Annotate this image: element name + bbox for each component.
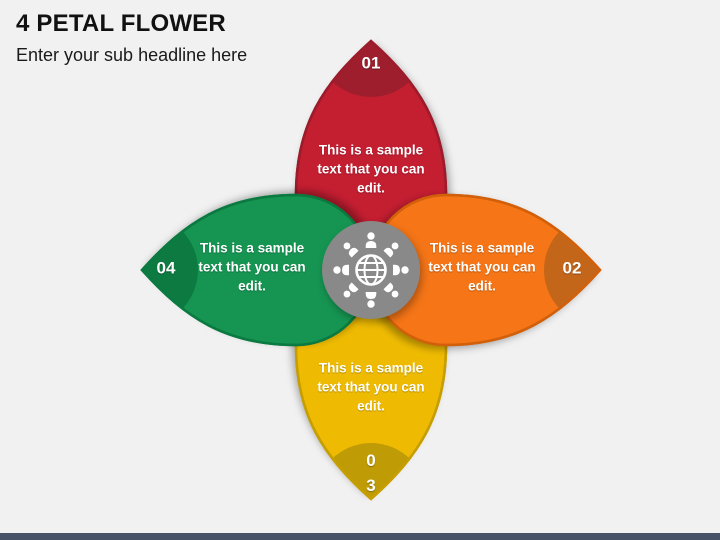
petal-02-number: 02 — [562, 258, 582, 278]
petal-03-number: 03 — [366, 451, 376, 495]
globe-people-icon — [333, 232, 409, 308]
petal-01-number: 01 — [361, 53, 381, 73]
petal-02 — [369, 193, 602, 347]
slide-title: 4 PETAL FLOWER — [16, 10, 226, 37]
petal-01 — [294, 39, 448, 272]
petal-04 — [140, 193, 373, 347]
petal-03-text: This is a sample text that you can edit. — [317, 360, 425, 414]
slide-header: 4 PETAL FLOWER Enter your sub headline h… — [16, 10, 247, 66]
four-petal-flower-diagram: 01 02 03 04 This is a sample text that y… — [140, 39, 602, 510]
petal-04-text: This is a sample text that you can edit. — [198, 240, 306, 294]
slide-subtitle: Enter your sub headline here — [16, 45, 248, 65]
petal-02-text: This is a sample text that you can edit. — [428, 240, 536, 294]
petal-01-text: This is a sample text that you can edit. — [317, 142, 425, 196]
footer-bar — [0, 533, 720, 540]
petal-03 — [294, 268, 448, 501]
petal-04-number: 04 — [156, 258, 176, 278]
flower-graphic — [140, 39, 602, 501]
